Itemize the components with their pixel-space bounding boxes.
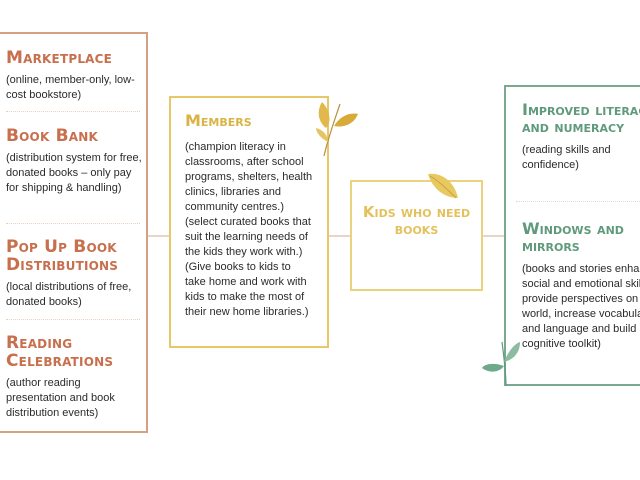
programs-box: Marketplace (online, member-only, low-co… <box>0 32 148 433</box>
program-marketplace: Marketplace (online, member-only, low-co… <box>6 49 142 103</box>
program-desc: (online, member-only, low-cost bookstore… <box>6 74 135 101</box>
program-desc: (author reading presentation and book di… <box>6 377 115 419</box>
outcome-windows-mirrors: Windows and mirrors (books and stories e… <box>522 220 640 352</box>
program-desc: (local distributions of free, donated bo… <box>6 281 132 308</box>
program-desc: (distribution system for free, donated b… <box>6 152 142 194</box>
leaf-icon <box>482 341 520 387</box>
connector-left-middle <box>148 235 169 237</box>
outcome-title: Improved literacy and numeracy <box>522 100 640 136</box>
leaf-icon <box>316 102 358 157</box>
members-title: Members <box>185 111 252 130</box>
program-reading-celebrations: Reading Celebrations (author reading pre… <box>6 334 142 421</box>
program-title: Reading Celebrations <box>6 333 114 371</box>
connector-middle-center <box>329 235 350 237</box>
outcome-literacy: Improved literacy and numeracy (reading … <box>522 101 640 173</box>
section-divider <box>6 319 140 320</box>
leaf-icon <box>428 173 458 199</box>
outcome-desc: (reading skills and confidence) <box>522 144 611 171</box>
outcome-title: Windows and mirrors <box>522 219 624 255</box>
program-title: Pop Up Book Distributions <box>6 237 119 275</box>
kids-title: Kids who need books <box>362 203 471 238</box>
program-title: Book Bank <box>6 126 98 146</box>
section-divider <box>6 111 140 112</box>
section-divider <box>516 201 640 202</box>
kids-box: Kids who need books <box>350 180 483 291</box>
members-desc: (champion literacy in classrooms, after … <box>185 141 313 318</box>
members-box: Members (champion literacy in classrooms… <box>169 96 329 348</box>
program-book-bank: Book Bank (distribution system for free,… <box>6 127 142 196</box>
connector-center-right <box>483 235 504 237</box>
outcomes-box: Improved literacy and numeracy (reading … <box>504 85 640 386</box>
program-title: Marketplace <box>6 48 113 68</box>
outcome-desc: (books and stories enhance social and em… <box>522 263 640 350</box>
program-pop-up: Pop Up Book Distributions (local distrib… <box>6 238 142 310</box>
section-divider <box>6 223 140 224</box>
